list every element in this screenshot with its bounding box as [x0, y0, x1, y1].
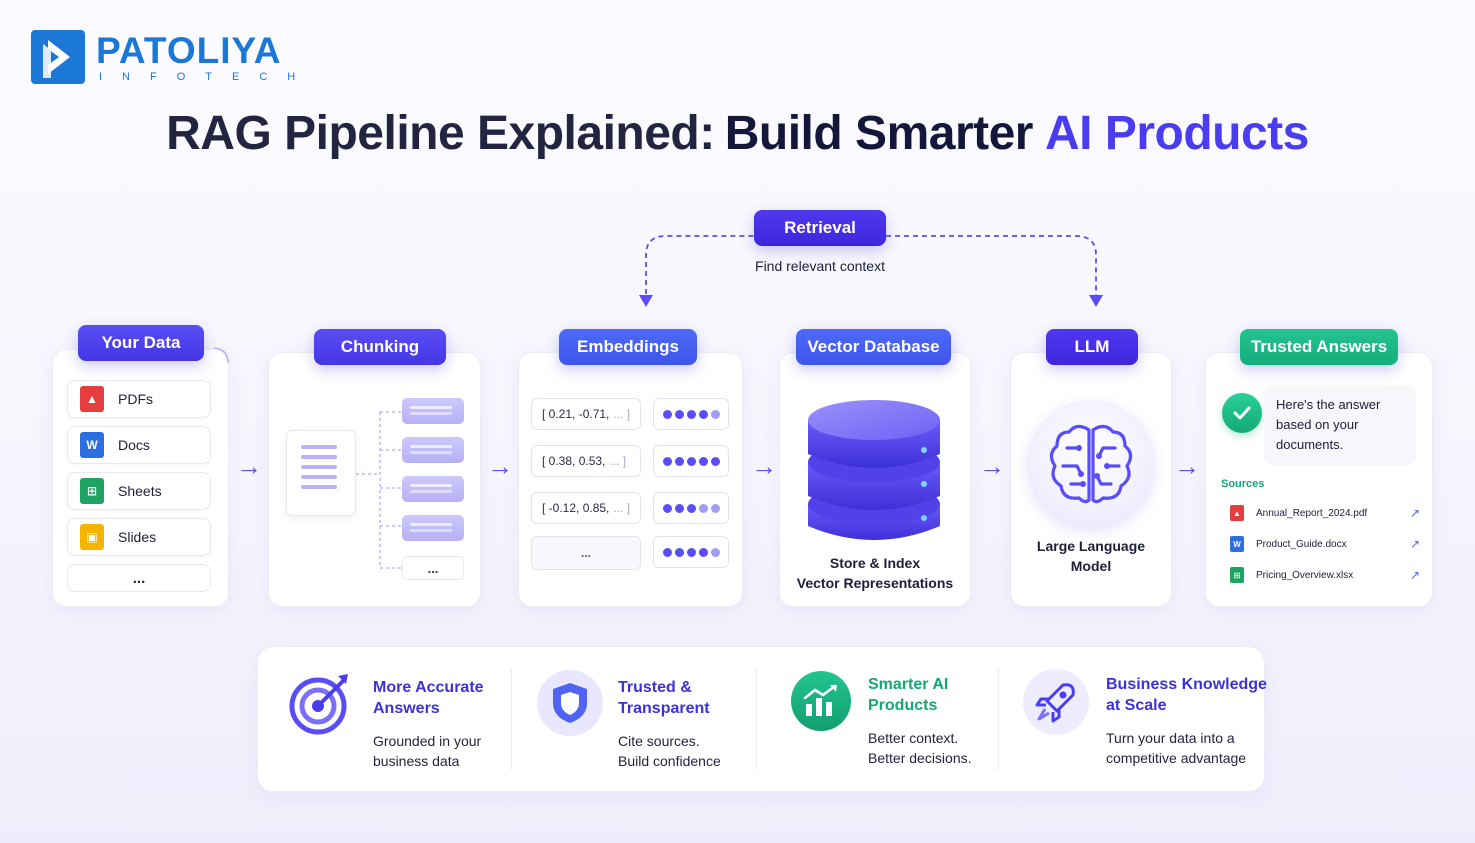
source-item-label: Docs	[118, 437, 150, 453]
source-more: ...	[67, 564, 211, 592]
external-link-icon[interactable]: ↗	[1409, 568, 1420, 582]
your-data-pill: Your Data	[78, 325, 204, 361]
word-icon: W	[1230, 536, 1244, 552]
sheets-icon: ⊞	[1230, 567, 1244, 583]
benefit-scale: Business Knowledge at Scale Turn your da…	[1106, 676, 1267, 766]
vector-database-caption: Store & Index Vector Representations	[796, 555, 954, 591]
answer-bubble: Here's the answer based on your document…	[1264, 385, 1416, 465]
source-item-label: Sheets	[118, 483, 162, 499]
slides-icon: ▣	[80, 524, 104, 550]
source-item-pdfs: ▲ PDFs	[67, 380, 211, 418]
benefit-trusted: Trusted & Transparent Cite sources. Buil…	[618, 679, 721, 769]
title-part-1: RAG Pipeline Explained:	[166, 107, 715, 160]
chunking-pill: Chunking	[314, 329, 446, 365]
chunk-block	[402, 398, 464, 424]
source-item-sheets: ⊞ Sheets	[67, 472, 211, 510]
rocket-icon	[1023, 669, 1089, 735]
external-link-icon[interactable]: ↗	[1409, 537, 1420, 551]
checkmark-icon	[1222, 393, 1262, 433]
vector-dots	[653, 398, 729, 430]
database-icon	[808, 400, 940, 540]
source-file-row[interactable]: ▲ Annual_Report_2024.pdf ↗	[1230, 504, 1420, 522]
chunk-block	[402, 476, 464, 502]
benefit-smarter: Smarter AI Products Better context. Bett…	[868, 676, 972, 766]
arrow-right-icon: →	[979, 451, 1005, 481]
source-file-row[interactable]: ⊞ Pricing_Overview.xlsx ↗	[1230, 566, 1420, 584]
divider	[998, 668, 999, 770]
vector-row: [ -0.12, 0.85,... ]	[531, 492, 641, 524]
vector-row: [ 0.38, 0.53,... ]	[531, 445, 641, 477]
arrow-right-icon: →	[751, 451, 777, 481]
source-item-slides: ▣ Slides	[67, 518, 211, 556]
vector-dots	[653, 492, 729, 524]
retrieval-connector	[639, 235, 1103, 307]
chunk-more: ...	[402, 556, 464, 580]
brand-logo-icon	[31, 30, 85, 84]
vector-dots	[653, 445, 729, 477]
vector-more: ...	[531, 536, 641, 570]
title-part-2: Build Smarter	[724, 107, 1034, 160]
llm-pill: LLM	[1046, 329, 1138, 365]
sheets-icon: ⊞	[80, 478, 104, 504]
brand-name: PATOLIYA	[96, 30, 282, 71]
vector-dots	[653, 536, 729, 568]
document-icon	[286, 430, 356, 516]
embeddings-pill: Embeddings	[559, 329, 697, 365]
pdf-icon: ▲	[1230, 505, 1244, 521]
source-item-label: PDFs	[118, 391, 153, 407]
trusted-answers-pill: Trusted Answers	[1240, 329, 1398, 365]
shield-icon	[537, 670, 603, 736]
source-item-docs: W Docs	[67, 426, 211, 464]
sources-label: Sources	[1221, 478, 1265, 490]
divider	[756, 668, 757, 770]
brain-icon	[1027, 400, 1155, 528]
benefit-accurate: More Accurate Answers Grounded in your b…	[373, 679, 484, 769]
chunk-block	[402, 437, 464, 463]
source-item-label: Slides	[118, 529, 157, 545]
vector-row: [ 0.21, -0.71,... ]	[531, 398, 641, 430]
pdf-icon: ▲	[80, 386, 104, 412]
chunk-connector	[356, 411, 402, 569]
llm-caption: Large Language Model	[1036, 538, 1146, 574]
corner-curve	[213, 347, 229, 364]
retrieval-pill: Retrieval	[754, 210, 886, 246]
external-link-icon[interactable]: ↗	[1409, 506, 1420, 520]
title-part-3: AI Products	[1044, 107, 1309, 160]
benefits-panel	[257, 646, 1265, 792]
growth-chart-icon	[791, 671, 851, 731]
target-icon	[288, 670, 354, 736]
arrow-right-icon: →	[487, 451, 513, 481]
brand-subtitle: INFOTECH	[99, 71, 316, 83]
source-file-row[interactable]: W Product_Guide.docx ↗	[1230, 535, 1420, 553]
arrow-right-icon: →	[236, 451, 262, 481]
arrow-right-icon: →	[1174, 451, 1200, 481]
word-icon: W	[80, 432, 104, 458]
chunk-block	[402, 515, 464, 541]
vector-database-pill: Vector Database	[796, 329, 951, 365]
retrieval-caption: Find relevant context	[755, 258, 885, 274]
divider	[511, 668, 512, 770]
